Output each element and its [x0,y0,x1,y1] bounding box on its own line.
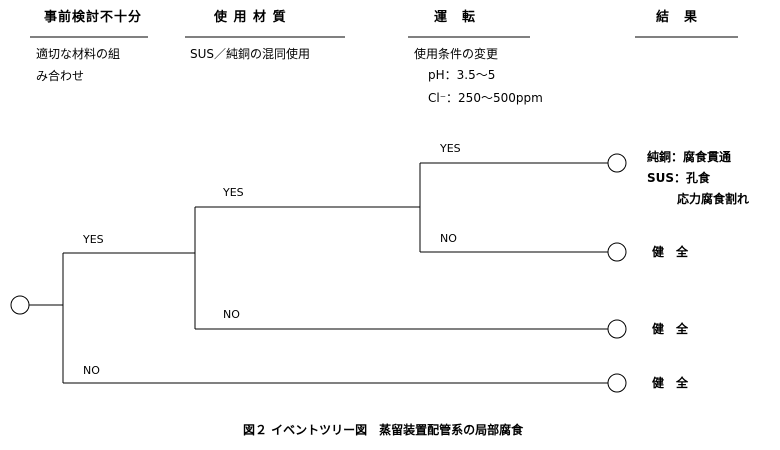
outcome-1-line1: 純銅：腐食貫通 [647,150,732,164]
stage1-yes-label: YES [83,233,104,246]
pre-study-desc-line2: み合わせ [36,69,85,83]
header-materials: 使 用 材 質 [214,10,287,25]
pre-study-desc-line1: 適切な材料の組 [36,47,121,61]
header-result: 結 果 [656,10,699,25]
outcome-4: 健 全 [652,376,689,390]
stage1-no-label: NO [83,364,100,377]
materials-desc: SUS／純銅の混同使用 [190,47,311,61]
stage2-no-label: NO [223,308,240,321]
stage2-yes-label: YES [223,186,244,199]
stage3-yes-label: YES [440,142,461,155]
stage3-no-label: NO [440,232,457,245]
header-operation: 運 転 [434,10,477,25]
operation-desc-title: 使用条件の変更 [414,47,499,61]
operation-desc-cl: Cl⁻：250〜500ppm [428,91,543,105]
outcome-3: 健 全 [652,322,689,336]
header-pre-study: 事前検討不十分 [44,10,143,25]
operation-desc-ph: pH：3.5〜5 [428,68,496,82]
outcome-2: 健 全 [652,245,689,259]
outcome-1-line3: 応力腐食割れ [677,192,750,206]
terminal-node-2 [607,242,627,262]
outcome-1-line2: SUS：孔食 [647,171,711,185]
terminal-node-3 [607,319,627,339]
figure-caption: 図２ イベントツリー図 蒸留装置配管系の局部腐食 [243,423,524,437]
terminal-node-1 [607,153,627,173]
terminal-node-4 [607,373,627,393]
start-node [10,295,30,315]
